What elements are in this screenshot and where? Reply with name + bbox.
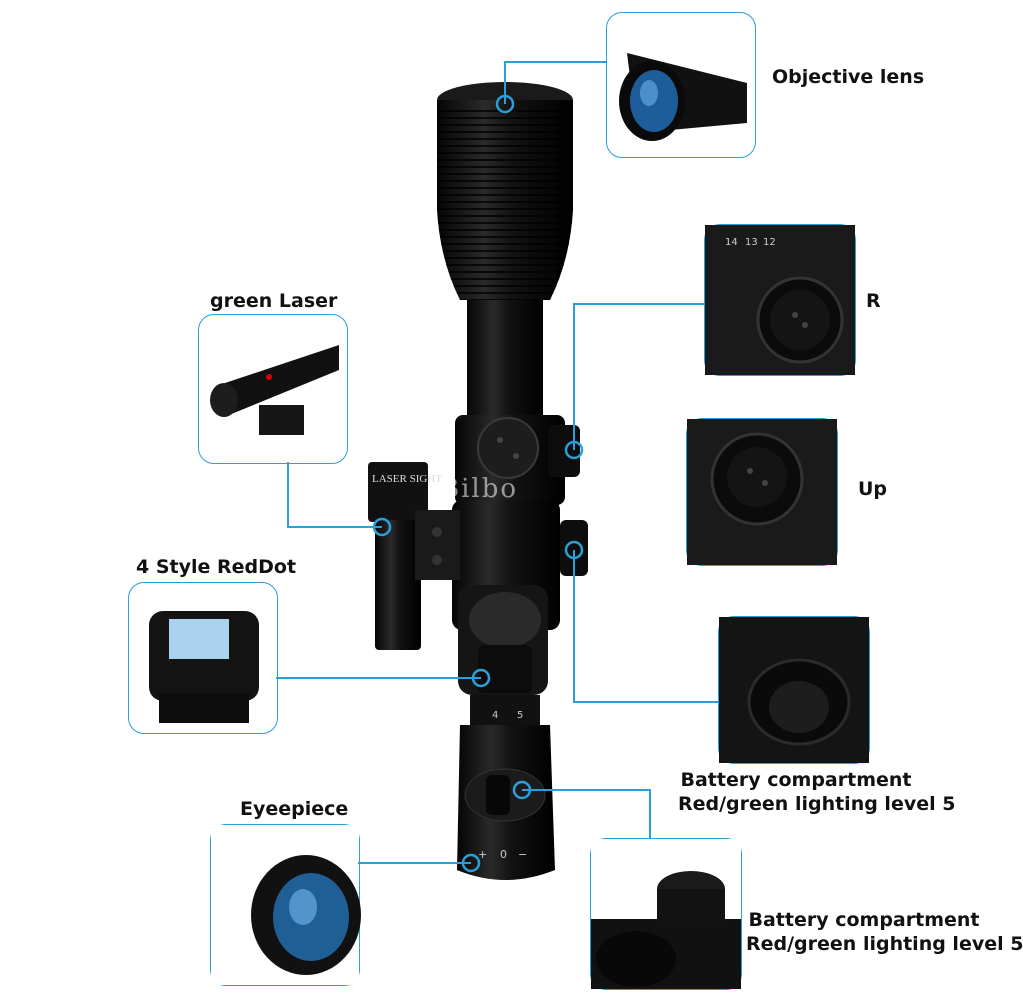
mag-5-marking: 5	[517, 710, 523, 721]
battery-label-2: Battery compartment Red/green lighting l…	[746, 908, 1023, 956]
objective-lens-panel	[606, 12, 756, 158]
battery-label-1-line2: Red/green lighting level 5	[678, 793, 956, 815]
up-turret-panel	[686, 418, 838, 566]
green-laser-label: green Laser	[210, 290, 338, 312]
watermark: Bilbo	[440, 474, 519, 504]
turret-number-14: 14	[725, 237, 738, 248]
up-label: Up	[858, 478, 888, 500]
eyepiece-label: Eyeepiece	[240, 798, 349, 820]
battery-label-2-line2: Red/green lighting level 5	[746, 933, 1023, 955]
battery-label-1-line1: Battery compartment	[680, 769, 912, 791]
eyepiece-panel	[210, 824, 361, 986]
green-laser-panel	[198, 314, 348, 464]
illum-plus-marking: +	[478, 848, 487, 861]
battery-label-2-line1: Battery compartment	[748, 909, 980, 931]
laser-sight-marking: LASER SIGHT	[372, 473, 442, 485]
illum-minus-marking: −	[518, 848, 527, 861]
rifle-scope-image: LASER SIGHT 4 5 + 0 −	[368, 82, 588, 880]
turret-number-12: 12	[763, 237, 776, 248]
reddot-label: 4 Style RedDot	[136, 556, 297, 578]
reddot-panel	[128, 582, 278, 734]
battery-compartment-panel-2	[590, 838, 742, 990]
battery-compartment-panel-1	[718, 616, 870, 764]
objective-lens-label: Objective lens	[772, 66, 925, 88]
turret-number-13: 13	[745, 237, 758, 248]
r-turret-panel: 14 13 12	[704, 224, 856, 376]
illum-0-marking: 0	[500, 848, 507, 861]
r-label: R	[866, 290, 881, 312]
battery-label-1: Battery compartment Red/green lighting l…	[678, 768, 956, 816]
mag-4-marking: 4	[492, 710, 498, 721]
